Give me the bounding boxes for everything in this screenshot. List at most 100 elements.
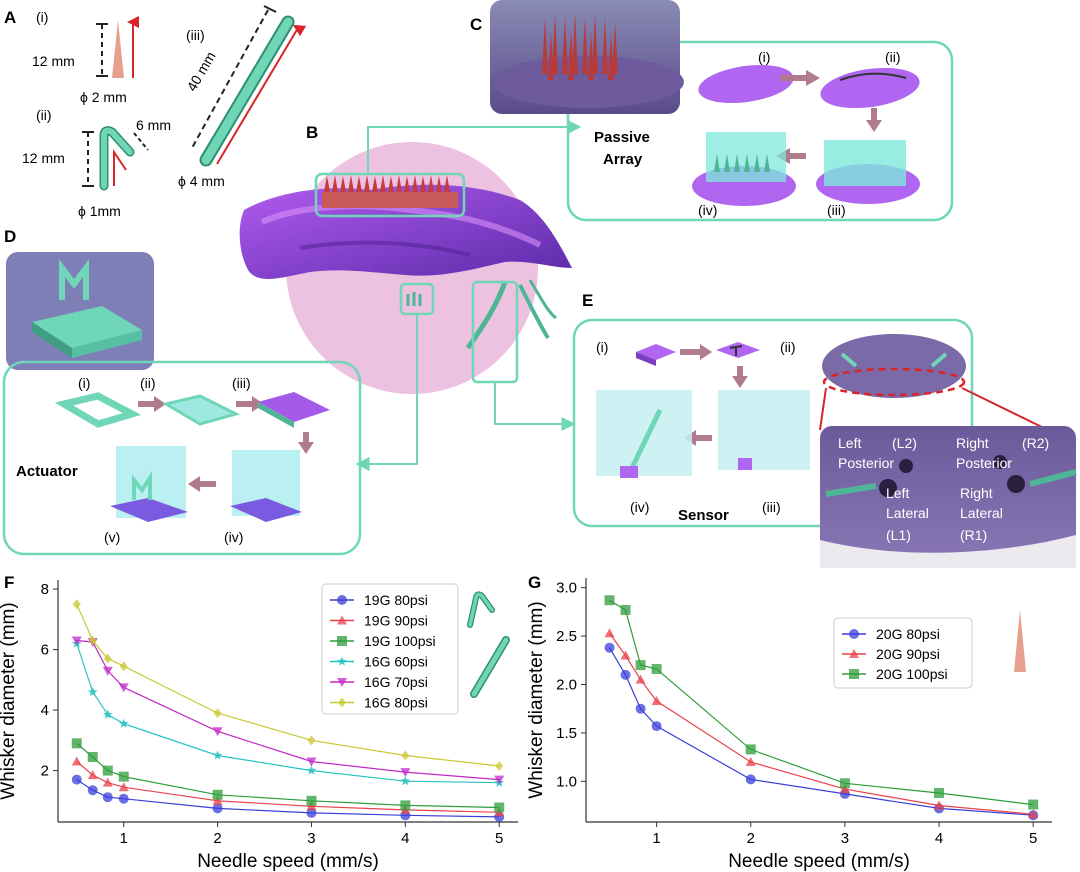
panel-b: B (239, 120, 582, 471)
panel-a-iii-len: 40 mm (183, 49, 218, 94)
panel-c-frame (566, 40, 954, 222)
legend-label-1: 19G 80psi (364, 592, 428, 608)
connector-to-d (355, 314, 418, 471)
data-point-6-5 (213, 708, 222, 719)
data-point-3-5 (212, 789, 223, 800)
y-tick-label: 2 (41, 763, 49, 780)
x-tick-label: 1 (120, 830, 128, 847)
legend-marker-4 (337, 656, 347, 666)
data-point-1-5 (745, 774, 756, 785)
data-point-3-8 (494, 802, 505, 813)
connector-to-c (367, 120, 582, 175)
data-point-2-8 (1028, 809, 1039, 819)
legend-marker-5 (337, 678, 347, 687)
data-point-2-4 (651, 695, 662, 705)
panel-letter-c: C (470, 15, 482, 34)
data-point-1-3 (635, 703, 646, 714)
data-point-6-2 (88, 635, 97, 646)
e-step-iv: (iv) (630, 499, 649, 515)
right-posterior-2: Posterior (956, 455, 1012, 471)
data-point-4-7 (400, 776, 411, 786)
passive-label-1: Passive (594, 129, 650, 146)
data-point-5-8 (494, 775, 505, 785)
y-tick-label: 8 (41, 581, 49, 598)
series-line-3 (609, 599, 1034, 806)
panel-letter-f: F (4, 573, 14, 592)
legend-marker-3 (337, 636, 347, 646)
y-tick-label: 4 (41, 702, 49, 719)
x-tick-label: 5 (1029, 830, 1037, 847)
d-step-ii: (ii) (140, 375, 156, 391)
y-tick-label: 3.0 (556, 580, 577, 597)
y-axis-label: Whisker diameter (mm) (0, 602, 19, 799)
panel-letter-g: G (528, 573, 541, 592)
legend-label-3: 19G 100psi (364, 633, 436, 649)
data-point-2-3 (635, 674, 646, 684)
left-posterior-2: Posterior (838, 455, 894, 471)
panel-a-ii-height: 12 mm (22, 150, 65, 166)
panel-e: E (i) (ii) (iii) (iv) Sensor Left (572, 291, 1077, 568)
x-tick-label: 5 (495, 830, 503, 847)
legend-marker-2 (849, 649, 859, 658)
x-tick-label: 3 (307, 830, 315, 847)
panel-a-iii-diam: ϕ 4 mm (178, 173, 225, 189)
x-tick-label: 2 (213, 830, 221, 847)
panel-a: A (i) 12 mm ϕ 2 mm (ii) 12 mm 6 mm ϕ 1mm… (4, 5, 307, 219)
data-point-2-4 (118, 782, 129, 792)
left-lateral-1: Left (886, 485, 909, 501)
panel-a-sub-iii: (iii) (186, 27, 205, 43)
panel-letter-a: A (4, 8, 16, 27)
data-point-3-7 (934, 787, 945, 798)
data-point-4-5 (212, 750, 223, 760)
legend-marker-6 (338, 697, 346, 708)
legend-label-5: 16G 70psi (364, 674, 428, 690)
sensor-label: Sensor (678, 507, 729, 524)
actuator-label: Actuator (16, 463, 78, 480)
right-posterior-1: Right (956, 435, 989, 451)
data-point-6-4 (119, 661, 128, 672)
data-point-6-7 (401, 750, 410, 761)
data-point-3-6 (306, 795, 317, 806)
data-point-4-3 (103, 709, 113, 719)
legend-label-2: 19G 90psi (364, 613, 428, 629)
data-point-6-3 (103, 653, 112, 664)
x-axis-label: Needle speed (mm/s) (728, 851, 910, 872)
x-tick-label: 4 (401, 830, 409, 847)
series-line-3 (76, 742, 500, 809)
legend-marker-1 (337, 595, 347, 605)
legend-label-1: 20G 80psi (876, 626, 940, 642)
panel-d: D (i) (ii) (iii) (iv) (v) Actuator (2, 227, 362, 556)
data-point-2-6 (839, 784, 850, 794)
data-point-5-3 (102, 666, 113, 676)
y-tick-label: 1.5 (556, 725, 577, 742)
data-point-4-2 (88, 686, 98, 696)
data-point-2-7 (934, 800, 945, 810)
data-point-3-6 (839, 778, 850, 789)
d-step-iii: (iii) (232, 375, 251, 391)
data-point-3-1 (604, 595, 615, 606)
data-point-2-1 (604, 628, 615, 638)
cone-whisker-icon (1014, 610, 1026, 672)
data-point-1-1 (71, 774, 82, 785)
data-point-2-5 (745, 756, 756, 766)
legend-marker-1 (849, 629, 859, 639)
data-point-5-4 (118, 683, 129, 693)
panel-a-ii-len: 6 mm (136, 117, 171, 133)
c-step-iii: (iii) (827, 202, 846, 218)
data-point-5-7 (400, 768, 411, 778)
data-point-1-1 (604, 642, 615, 653)
legend-label-4: 16G 60psi (364, 654, 428, 670)
data-point-1-5 (212, 803, 223, 814)
c-step-ii: (ii) (885, 49, 901, 65)
series-line-2 (76, 761, 500, 813)
data-point-2-2 (620, 650, 631, 660)
data-point-3-4 (651, 664, 662, 675)
data-point-3-1 (71, 738, 82, 749)
data-point-3-5 (745, 744, 756, 755)
data-point-1-6 (306, 807, 317, 818)
panel-e-frame (572, 318, 974, 528)
data-point-5-5 (212, 727, 223, 737)
